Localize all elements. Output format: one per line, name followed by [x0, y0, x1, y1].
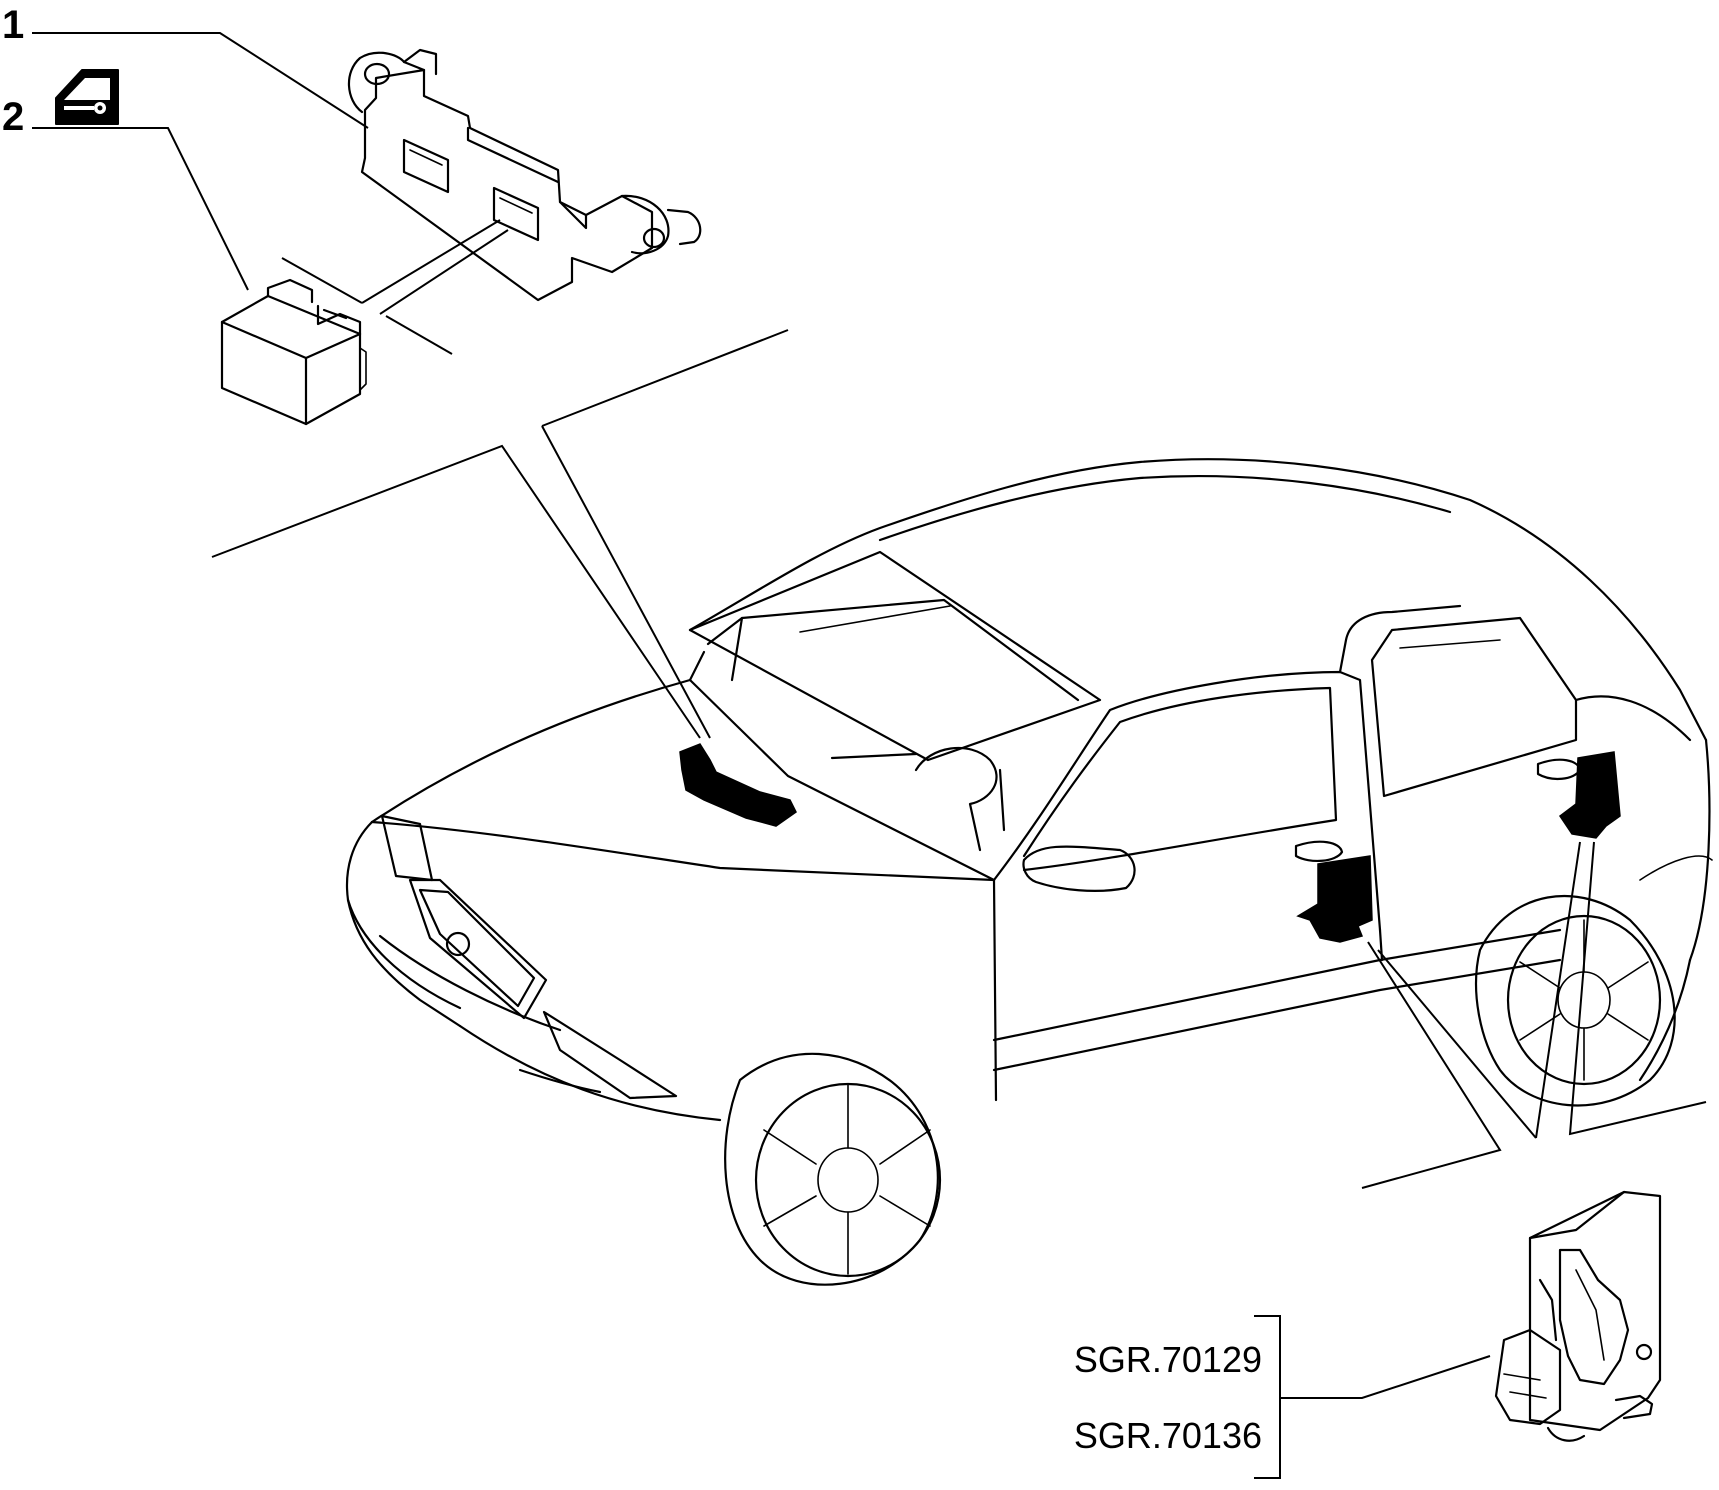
rear-door-lock-marker [1558, 751, 1621, 839]
assembly-guide-line [379, 229, 509, 315]
part-reference-1: SGR.70129 [1074, 1339, 1262, 1380]
relay-location-leader [541, 329, 789, 427]
door-lock-actuator-part [1494, 1190, 1662, 1442]
callout-1-number: 1 [2, 3, 24, 47]
door-key-icon [55, 69, 119, 125]
rear-lock-leader [1568, 841, 1707, 1136]
callout-2-number: 2 [2, 95, 24, 139]
rear-lock-leader [1535, 841, 1581, 1139]
front-door-lock-marker [1296, 855, 1373, 943]
callout-1-leader [32, 32, 369, 129]
front-lock-leader [1377, 949, 1537, 1139]
assembly-guide-line [361, 219, 501, 304]
relay-location-marker [679, 743, 797, 827]
callout-2-leader [32, 127, 249, 291]
car-illustration [345, 458, 1713, 1286]
assembly-guide-line [385, 315, 453, 355]
part-reference-2: SGR.70136 [1074, 1415, 1262, 1456]
reference-leader [1280, 1355, 1491, 1399]
assembly-guide-line [281, 257, 363, 304]
bracket-part [347, 48, 702, 302]
relay-part [220, 278, 367, 426]
front-lock-leader [1361, 941, 1502, 1189]
relay-location-leader [211, 444, 701, 739]
relay-location-leader [541, 425, 711, 739]
